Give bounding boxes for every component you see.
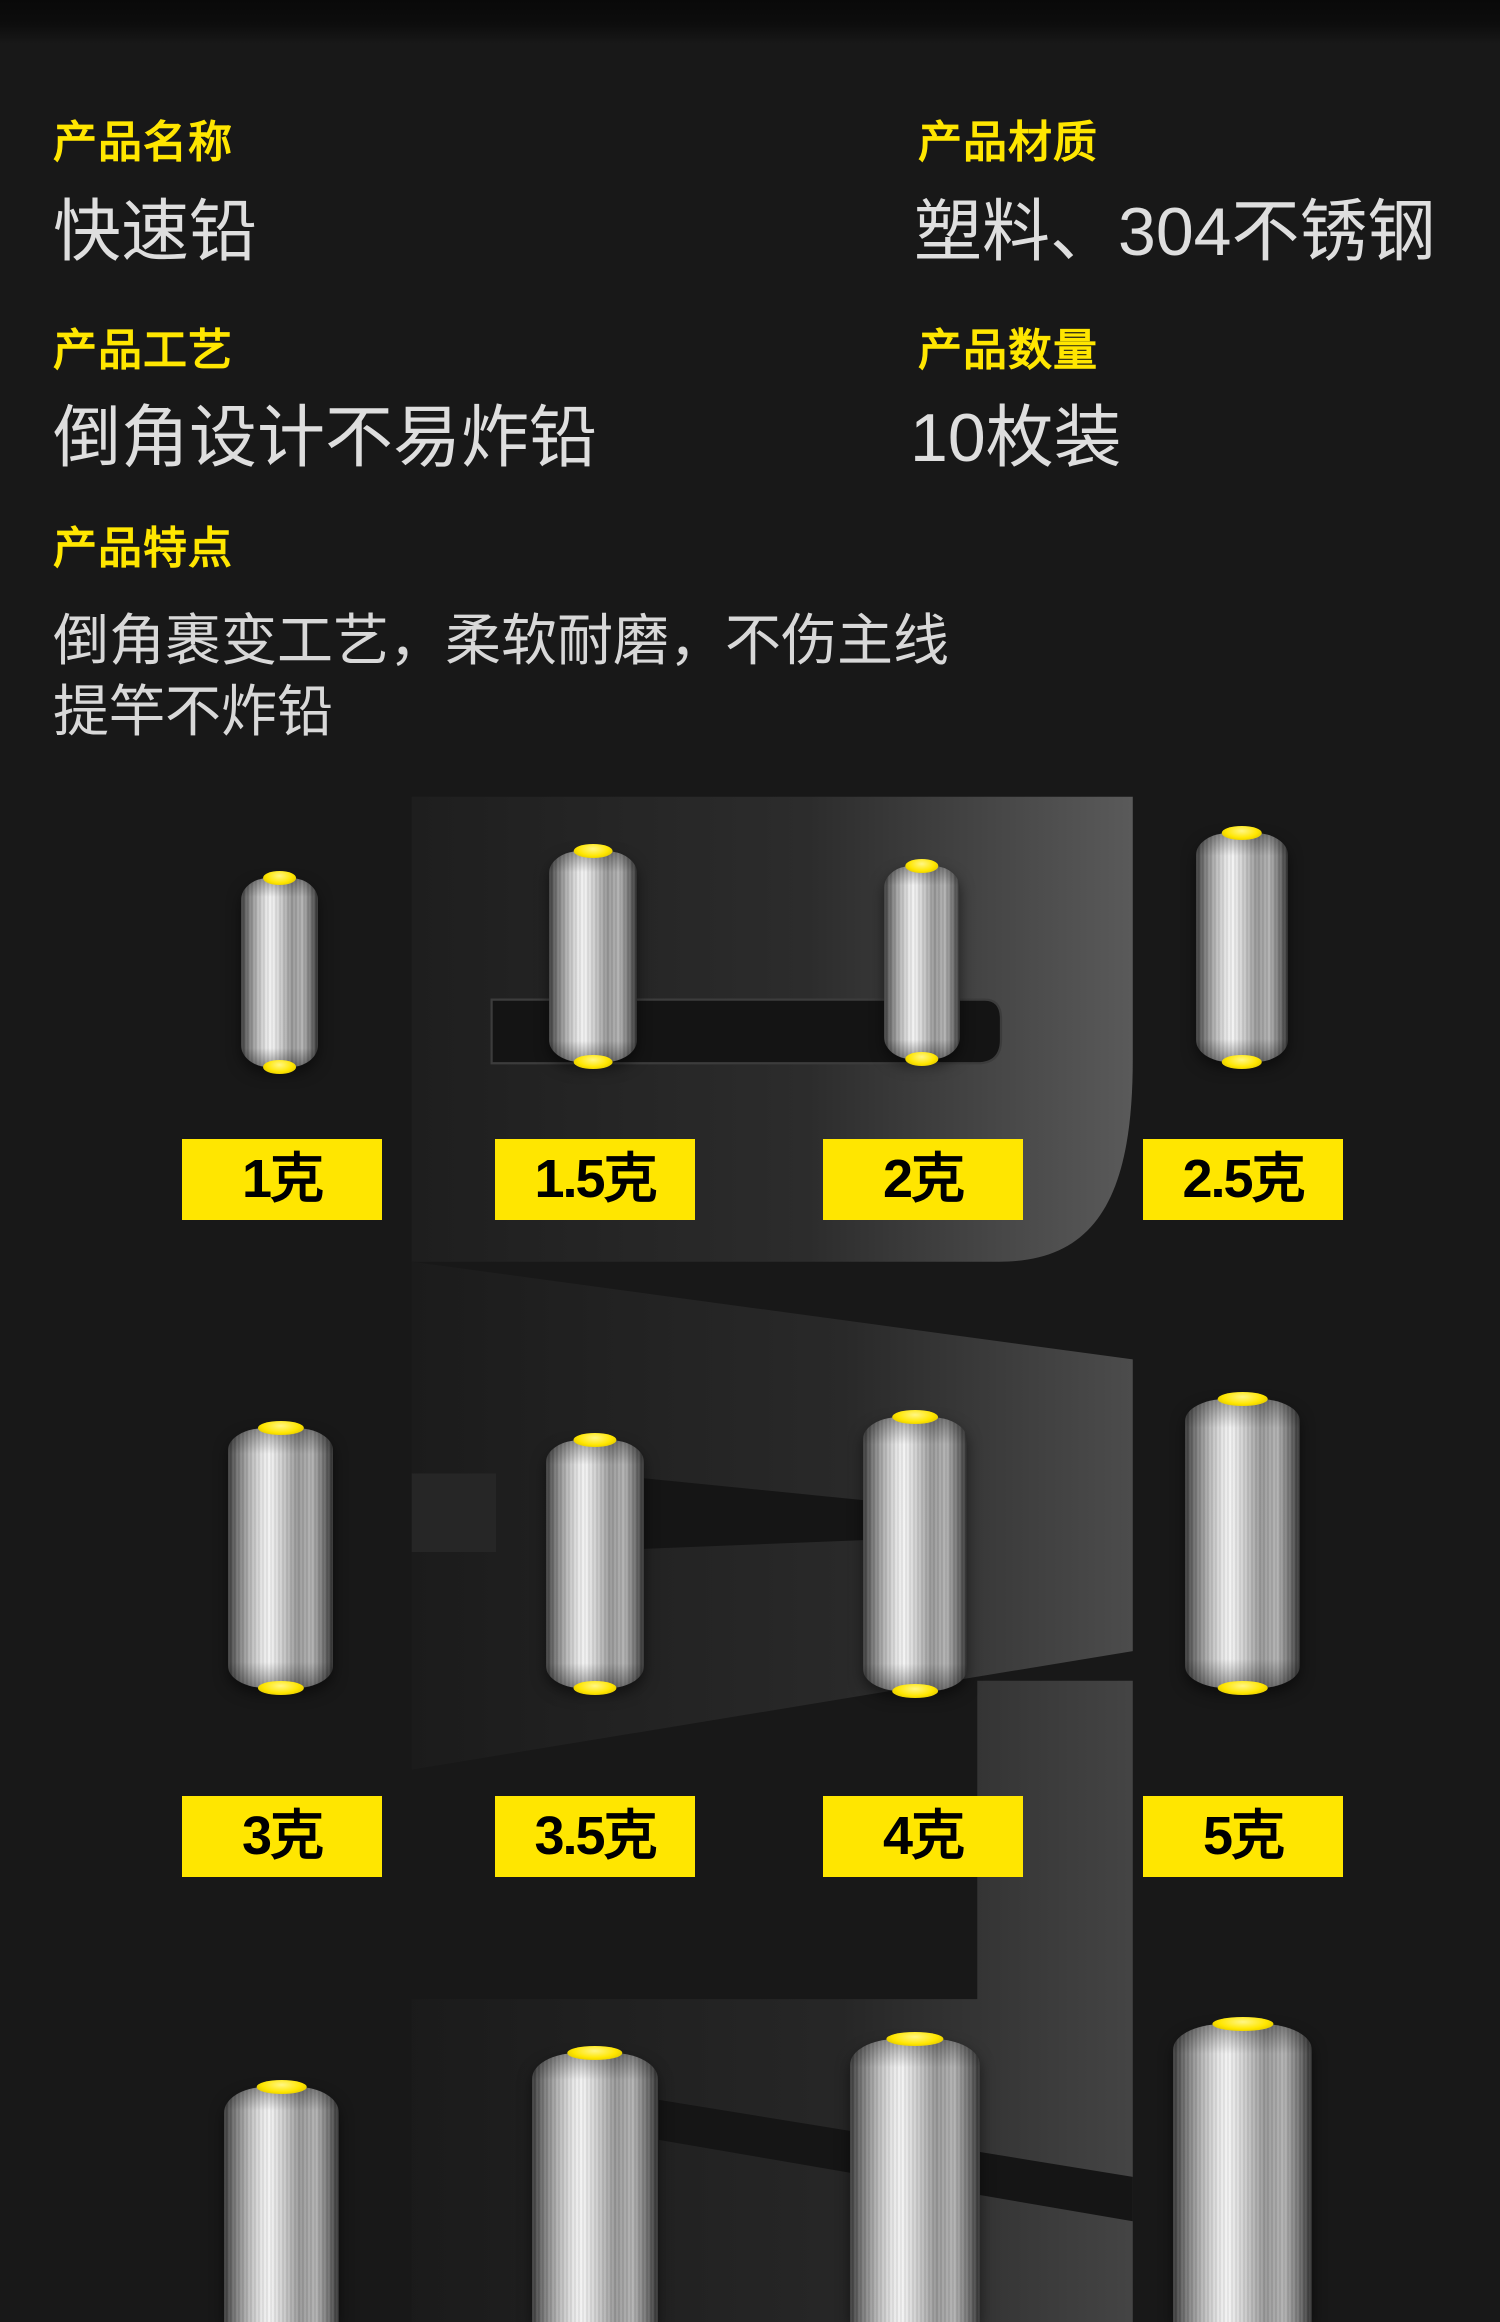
weight-cylinder xyxy=(224,2080,339,2322)
cylinder-body xyxy=(224,2087,339,2322)
yellow-cap xyxy=(905,1052,939,1066)
yellow-cap xyxy=(892,1410,938,1424)
weight-label: 1.5克 xyxy=(495,1139,695,1220)
weight-cylinder xyxy=(1185,1392,1300,1695)
weight-cylinder xyxy=(549,844,637,1069)
weight-cylinder xyxy=(884,859,960,1066)
yellow-cap xyxy=(1217,1681,1268,1695)
weight-cylinder xyxy=(863,1410,967,1698)
spec-label-quantity: 产品数量 xyxy=(918,326,1098,375)
spec-label-features: 产品特点 xyxy=(53,524,233,573)
cylinder-body xyxy=(863,1417,967,1691)
feature-line: 提竿不炸铅 xyxy=(53,680,333,743)
yellow-cap xyxy=(257,1421,304,1435)
yellow-cap xyxy=(886,2032,944,2046)
yellow-cap xyxy=(573,1433,617,1447)
yellow-cap xyxy=(567,2046,623,2060)
yellow-cap xyxy=(1217,1392,1268,1406)
spec-value-craft: 倒角设计不易炸铅 xyxy=(53,400,598,476)
yellow-cap xyxy=(257,1681,304,1695)
top-shade xyxy=(0,0,1500,44)
spec-value-material: 塑料、304不锈钢 xyxy=(914,194,1436,270)
feature-lines: 倒角裹变工艺，柔软耐磨，不伤主线 提竿不炸铅 xyxy=(53,605,949,747)
cylinder-body xyxy=(1196,833,1288,1062)
cylinder-body xyxy=(884,866,960,1059)
yellow-cap xyxy=(573,844,613,858)
spec-label-craft: 产品工艺 xyxy=(53,326,233,375)
decor-shape-wedge xyxy=(639,1477,864,1549)
weight-cylinder xyxy=(850,2032,980,2322)
yellow-cap xyxy=(905,859,939,873)
yellow-cap xyxy=(1211,2017,1274,2031)
weight-label: 1克 xyxy=(182,1139,382,1220)
feature-line: 倒角裹变工艺，柔软耐磨，不伤主线 xyxy=(53,609,949,672)
spec-value-quantity: 10枚装 xyxy=(910,400,1122,476)
yellow-cap xyxy=(573,1681,617,1695)
weight-cylinder xyxy=(241,871,318,1074)
cylinder-body xyxy=(241,878,318,1067)
yellow-cap xyxy=(892,1684,938,1698)
decor-shape xyxy=(411,1680,1133,2322)
weight-label: 3.5克 xyxy=(495,1796,695,1877)
weight-cylinder xyxy=(1173,2017,1312,2322)
weight-label: 2.5克 xyxy=(1143,1139,1343,1220)
cylinder-body xyxy=(850,2039,980,2322)
yellow-cap xyxy=(1221,826,1263,840)
yellow-cap xyxy=(262,871,297,885)
cylinder-body xyxy=(532,2053,658,2322)
cylinder-body xyxy=(1185,1399,1300,1688)
weight-label: 2克 xyxy=(823,1139,1023,1220)
cylinder-body xyxy=(228,1428,333,1688)
weight-label: 3克 xyxy=(182,1796,382,1877)
cylinder-body xyxy=(549,851,637,1062)
decor-shape-notch xyxy=(411,1473,497,1552)
yellow-cap xyxy=(262,1060,297,1074)
spec-value-name: 快速铅 xyxy=(53,194,258,270)
spec-label-material: 产品材质 xyxy=(918,118,1098,167)
cylinder-body xyxy=(1173,2024,1312,2322)
yellow-cap xyxy=(573,1055,613,1069)
weight-cylinder xyxy=(532,2046,658,2322)
weight-label: 5克 xyxy=(1143,1796,1343,1877)
weight-cylinder xyxy=(228,1421,333,1695)
spec-label-name: 产品名称 xyxy=(53,118,233,167)
weight-cylinder xyxy=(546,1433,644,1695)
yellow-cap xyxy=(1221,1055,1263,1069)
weight-label: 4克 xyxy=(823,1796,1023,1877)
yellow-cap xyxy=(256,2080,307,2094)
weight-cylinder xyxy=(1196,826,1288,1069)
cylinder-body xyxy=(546,1440,644,1688)
